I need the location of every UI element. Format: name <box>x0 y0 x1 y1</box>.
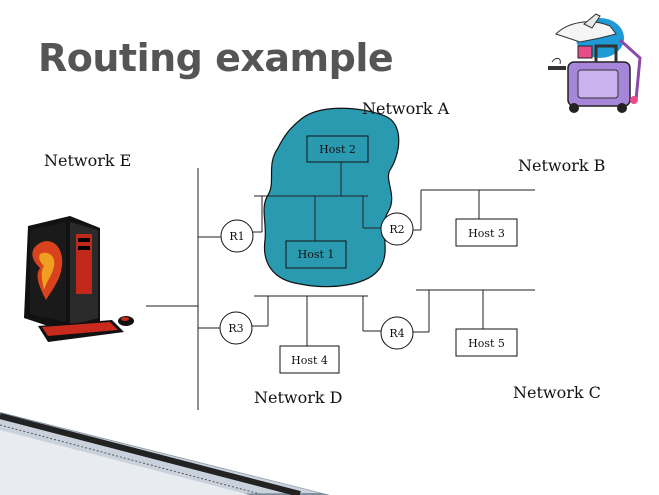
slide-title: Routing example <box>38 36 394 80</box>
computer-image <box>24 216 134 342</box>
router-r3: R3 <box>219 311 253 345</box>
travel-image <box>548 13 642 113</box>
host-2-label: Host 2 <box>319 143 356 156</box>
network-a-label: Network A <box>362 99 450 118</box>
decorative-wedge <box>0 412 330 495</box>
host-4-label: Host 4 <box>291 354 328 367</box>
router-r3-label: R3 <box>228 322 243 335</box>
router-r2-label: R2 <box>389 223 404 236</box>
router-r4: R4 <box>380 316 414 350</box>
host-4: Host 4 <box>279 345 340 374</box>
router-r2: R2 <box>380 212 414 246</box>
network-d-label: Network D <box>254 388 343 407</box>
host-1: Host 1 <box>285 240 347 269</box>
network-c-label: Network C <box>513 383 601 402</box>
router-r1: R1 <box>220 219 254 253</box>
host-3-label: Host 3 <box>468 227 505 240</box>
host-3: Host 3 <box>455 218 518 247</box>
host-1-label: Host 1 <box>298 248 335 261</box>
router-r4-label: R4 <box>389 327 404 340</box>
network-e-label: Network E <box>44 151 132 170</box>
host-2: Host 2 <box>306 135 369 163</box>
host-5: Host 5 <box>455 328 518 357</box>
router-r1-label: R1 <box>229 230 244 243</box>
network-b-label: Network B <box>518 156 606 175</box>
host-5-label: Host 5 <box>468 337 505 350</box>
